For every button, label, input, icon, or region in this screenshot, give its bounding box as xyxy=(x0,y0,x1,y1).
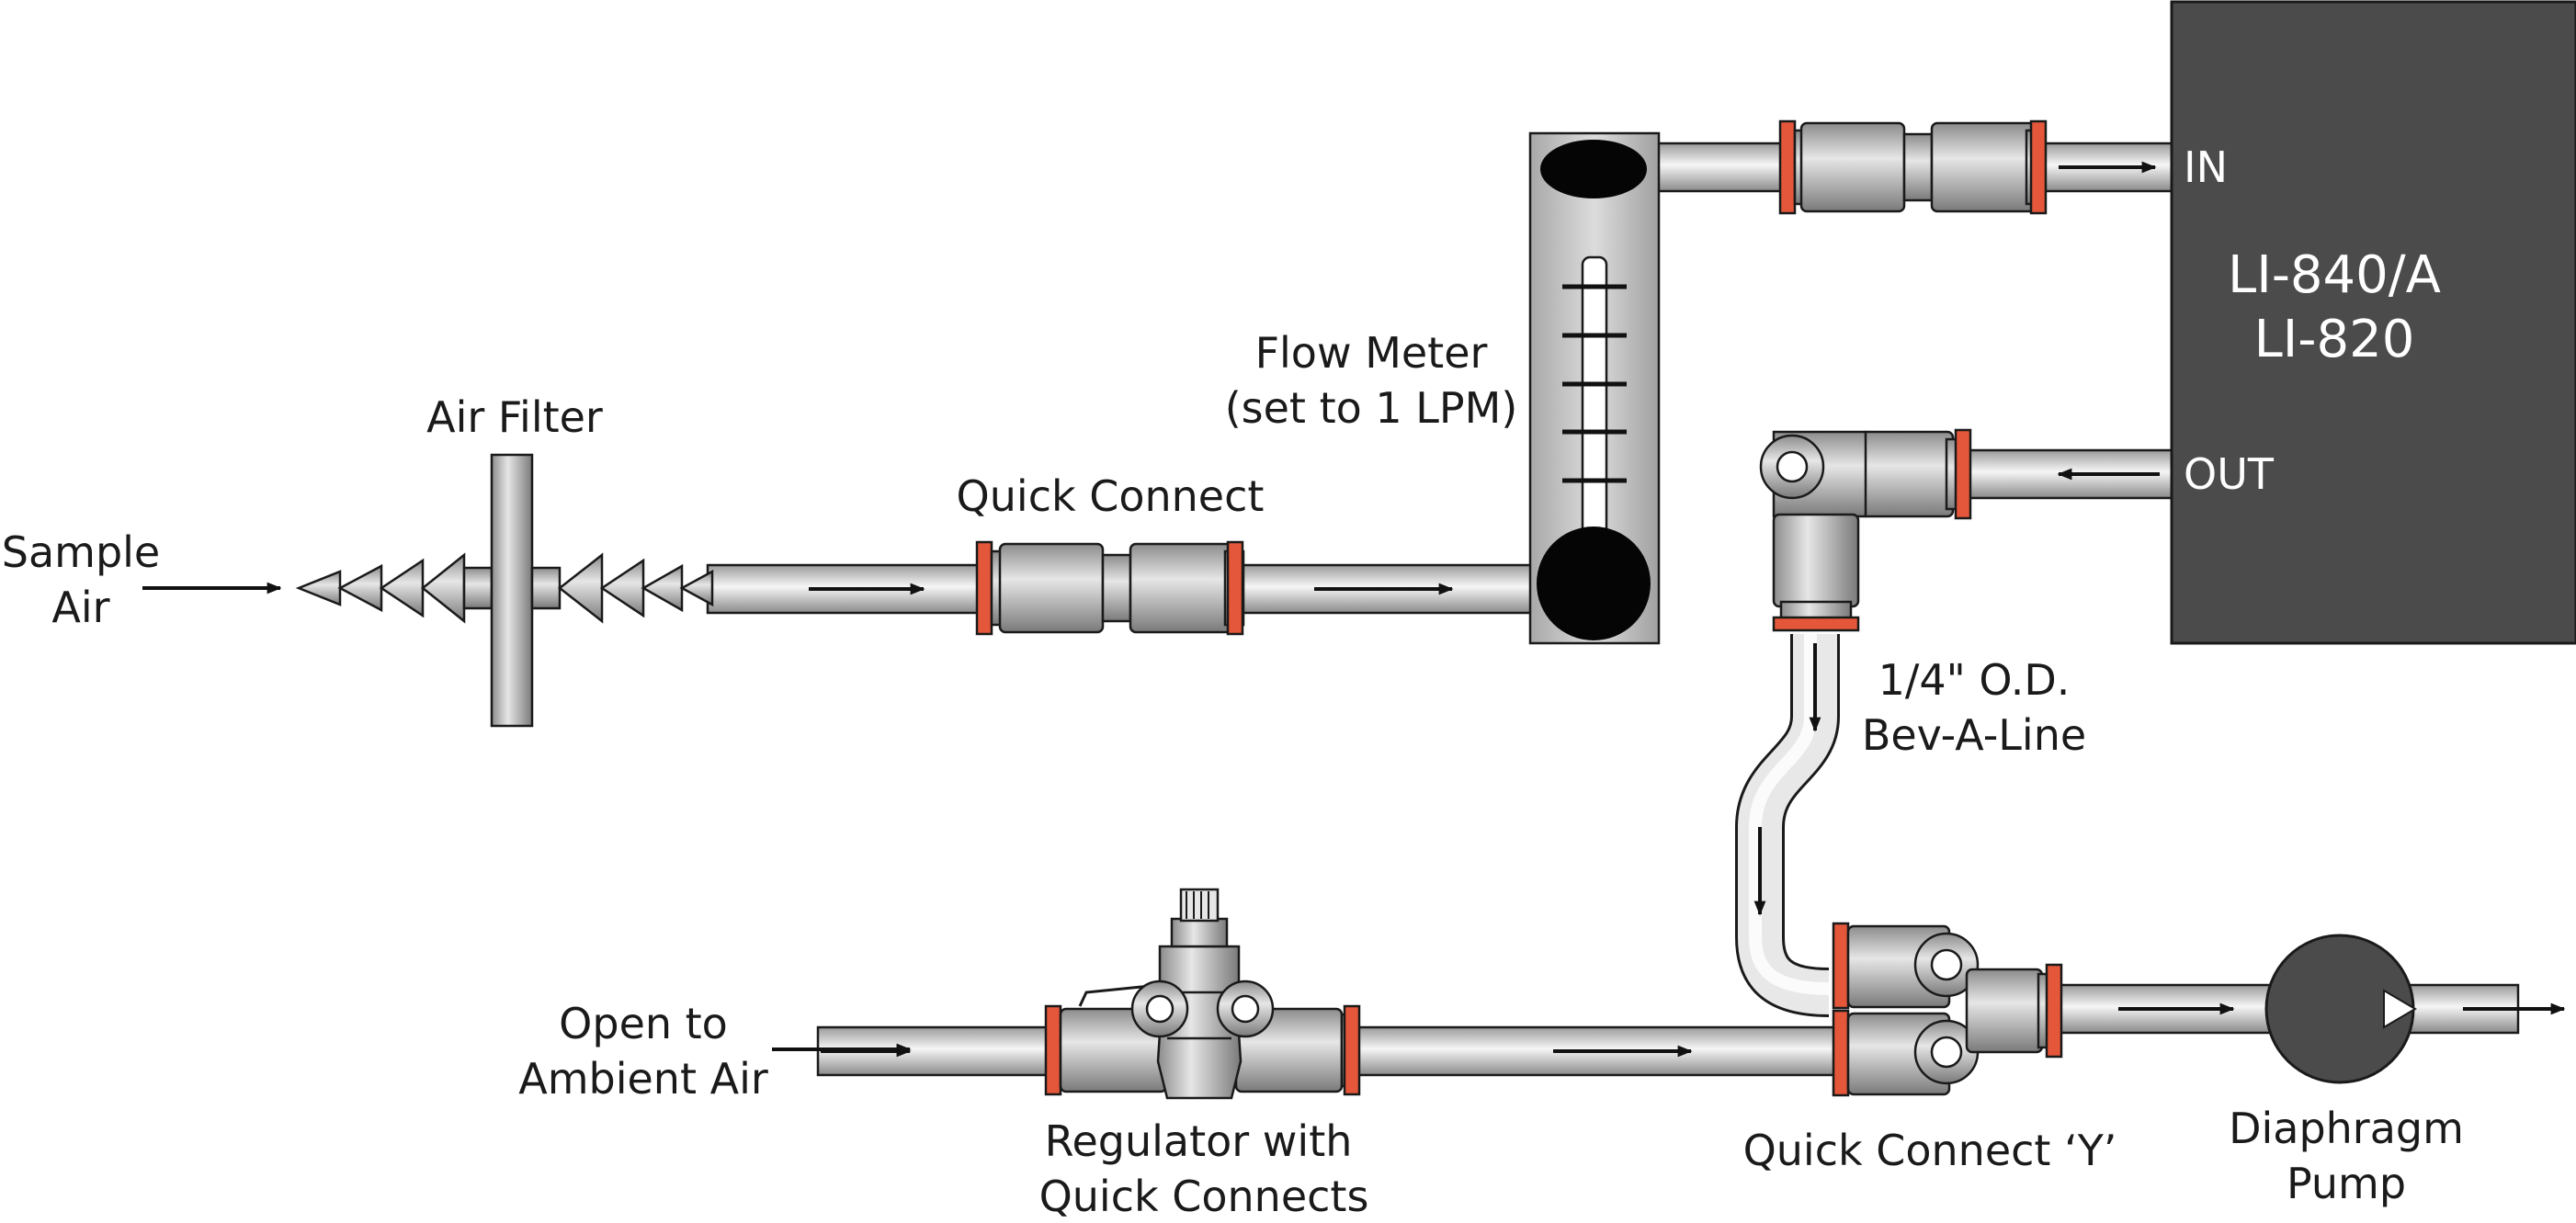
regulator-label-2: Quick Connects xyxy=(1039,1172,1369,1221)
quick-connect-top xyxy=(975,540,1245,636)
sample-air-label-1: Sample xyxy=(2,527,160,577)
meter-bottom-port xyxy=(1537,527,1651,640)
tubing-label-1: 1/4" O.D. xyxy=(1878,655,2071,705)
port-out-label: OUT xyxy=(2184,449,2275,499)
flow-meter xyxy=(1528,131,1661,645)
quick-connect-in xyxy=(1778,119,2048,215)
diaphragm-pump xyxy=(2264,934,2417,1084)
flow-arrows xyxy=(142,161,2566,1058)
air-filter-label: Air Filter xyxy=(426,392,603,442)
analyzer: LI-840/A LI-820 IN OUT xyxy=(2170,0,2576,645)
pump-label-2: Pump xyxy=(2287,1159,2406,1208)
regulator xyxy=(1044,888,1361,1100)
sample-air-label-2: Air xyxy=(51,583,109,632)
quick-connect-y-label: Quick Connect ‘Y’ xyxy=(1743,1126,2117,1175)
meter-tube xyxy=(1581,255,1608,553)
pump-label-1: Diaphragm xyxy=(2229,1104,2464,1153)
port-in-label: IN xyxy=(2184,142,2228,192)
filter-disc xyxy=(490,453,534,728)
tubing-label-2: Bev-A-Line xyxy=(1862,710,2086,760)
quick-connect-label: Quick Connect xyxy=(957,471,1265,521)
meter-top-port xyxy=(1540,140,1647,198)
regulator-label-1: Regulator with xyxy=(1045,1116,1353,1166)
elbow-fitting xyxy=(1759,428,1972,632)
open-ambient-label-1: Open to xyxy=(559,999,728,1048)
analyzer-model-2: LI-820 xyxy=(2254,310,2415,369)
labels: Sample Air Air Filter Quick Connect Flow… xyxy=(2,328,2464,1221)
open-ambient-label-2: Ambient Air xyxy=(518,1054,768,1104)
meter-scale xyxy=(1562,284,1627,483)
air-filter xyxy=(295,453,714,728)
analyzer-model-1: LI-840/A xyxy=(2228,245,2441,305)
flow-meter-label-1: Flow Meter xyxy=(1255,328,1488,378)
quick-connect-y xyxy=(1832,922,2063,1097)
flow-meter-label-2: (set to 1 LPM) xyxy=(1225,383,1518,433)
